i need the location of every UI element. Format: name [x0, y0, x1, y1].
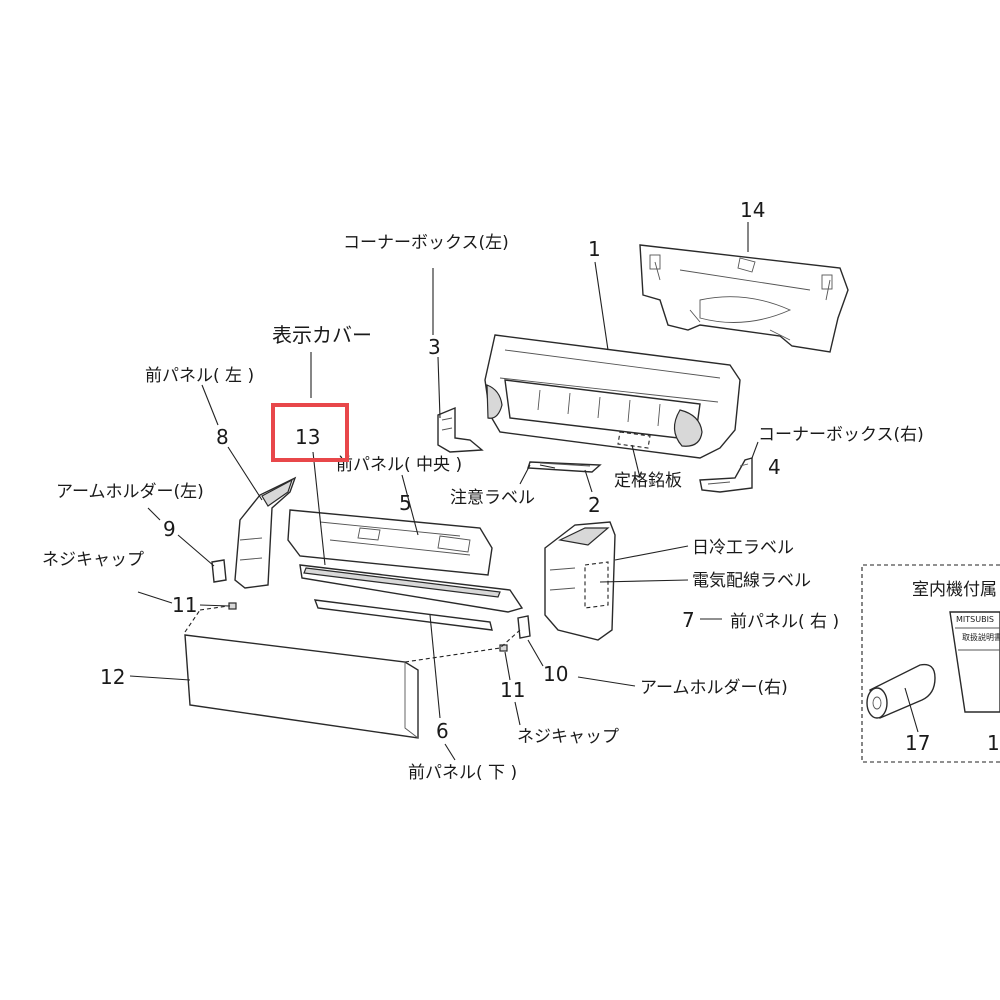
part-13-display-cover	[299, 564, 524, 613]
part-2-caution-plate	[527, 461, 602, 473]
part-10-arm-holder-right	[517, 615, 531, 639]
label-wiring: 電気配線ラベル	[692, 571, 811, 591]
label-display-cover: 表示カバー	[272, 323, 372, 347]
assembly-line-left	[184, 605, 229, 633]
label-accessories: 室内機付属	[912, 580, 997, 600]
label-corner-box-left: コーナーボックス(左)	[343, 233, 509, 253]
label-front-panel-left: 前パネル( 左 )	[145, 366, 254, 386]
callout-11-left: 11	[172, 593, 197, 617]
label-nichirei: 日冷工ラベル	[692, 538, 794, 558]
part-14-mounting-plate	[639, 244, 849, 353]
leader-lines	[129, 222, 759, 761]
callout-14: 14	[740, 198, 765, 222]
callout-8: 8	[216, 425, 229, 449]
label-front-panel-right: 前パネル( 右 )	[730, 612, 839, 632]
highlight-box	[271, 403, 349, 462]
part-4-corner-box-right	[699, 457, 753, 493]
label-screw-cap-right: ネジキャップ	[517, 727, 619, 747]
part-11-screw-cap-left	[228, 602, 237, 610]
label-screw-cap-left: ネジキャップ	[42, 550, 144, 570]
part-17-roll	[866, 663, 936, 733]
callout-11-right: 11	[500, 678, 525, 702]
callout-6: 6	[436, 719, 449, 743]
callout-5: 5	[399, 491, 412, 515]
label-manual-brand: MITSUBIS	[956, 615, 994, 624]
callout-2: 2	[588, 493, 601, 517]
part-3-corner-box-left	[437, 406, 484, 453]
label-front-panel-bottom: 前パネル( 下 )	[408, 763, 517, 783]
part-11-screw-cap-right	[499, 644, 508, 652]
part-1-chassis	[484, 334, 741, 459]
label-manual-title: 取扱説明書	[962, 632, 1000, 642]
part-12-front-grille	[184, 634, 419, 739]
callout-7: 7	[682, 608, 695, 632]
label-corner-box-right: コーナーボックス(右)	[758, 425, 924, 445]
assembly-line-right	[404, 629, 521, 663]
callout-3: 3	[428, 335, 441, 359]
label-rating-plate: 定格銘板	[614, 471, 682, 491]
accessories-box	[861, 564, 1000, 763]
callout-12: 12	[100, 665, 125, 689]
callout-1: 1	[588, 237, 601, 261]
callout-4: 4	[768, 455, 781, 479]
label-caution: 注意ラベル	[450, 488, 535, 508]
callout-16: 1	[987, 731, 1000, 755]
part-9-arm-holder-left	[211, 559, 227, 583]
part-8-front-panel-left	[234, 476, 297, 589]
label-arm-holder-left: アームホルダー(左)	[56, 482, 204, 502]
callout-10: 10	[543, 662, 568, 686]
part-6-front-panel-bottom	[313, 599, 493, 631]
part-7-front-panel-right	[544, 521, 616, 641]
callout-9: 9	[163, 517, 176, 541]
label-arm-holder-right: アームホルダー(右)	[640, 678, 788, 698]
part-5-front-panel-center	[287, 509, 493, 576]
part-16-manual	[949, 611, 1000, 713]
callout-13: 13	[295, 425, 320, 449]
label-front-panel-center: 前パネル( 中央 )	[336, 455, 462, 475]
callout-17: 17	[905, 731, 930, 755]
